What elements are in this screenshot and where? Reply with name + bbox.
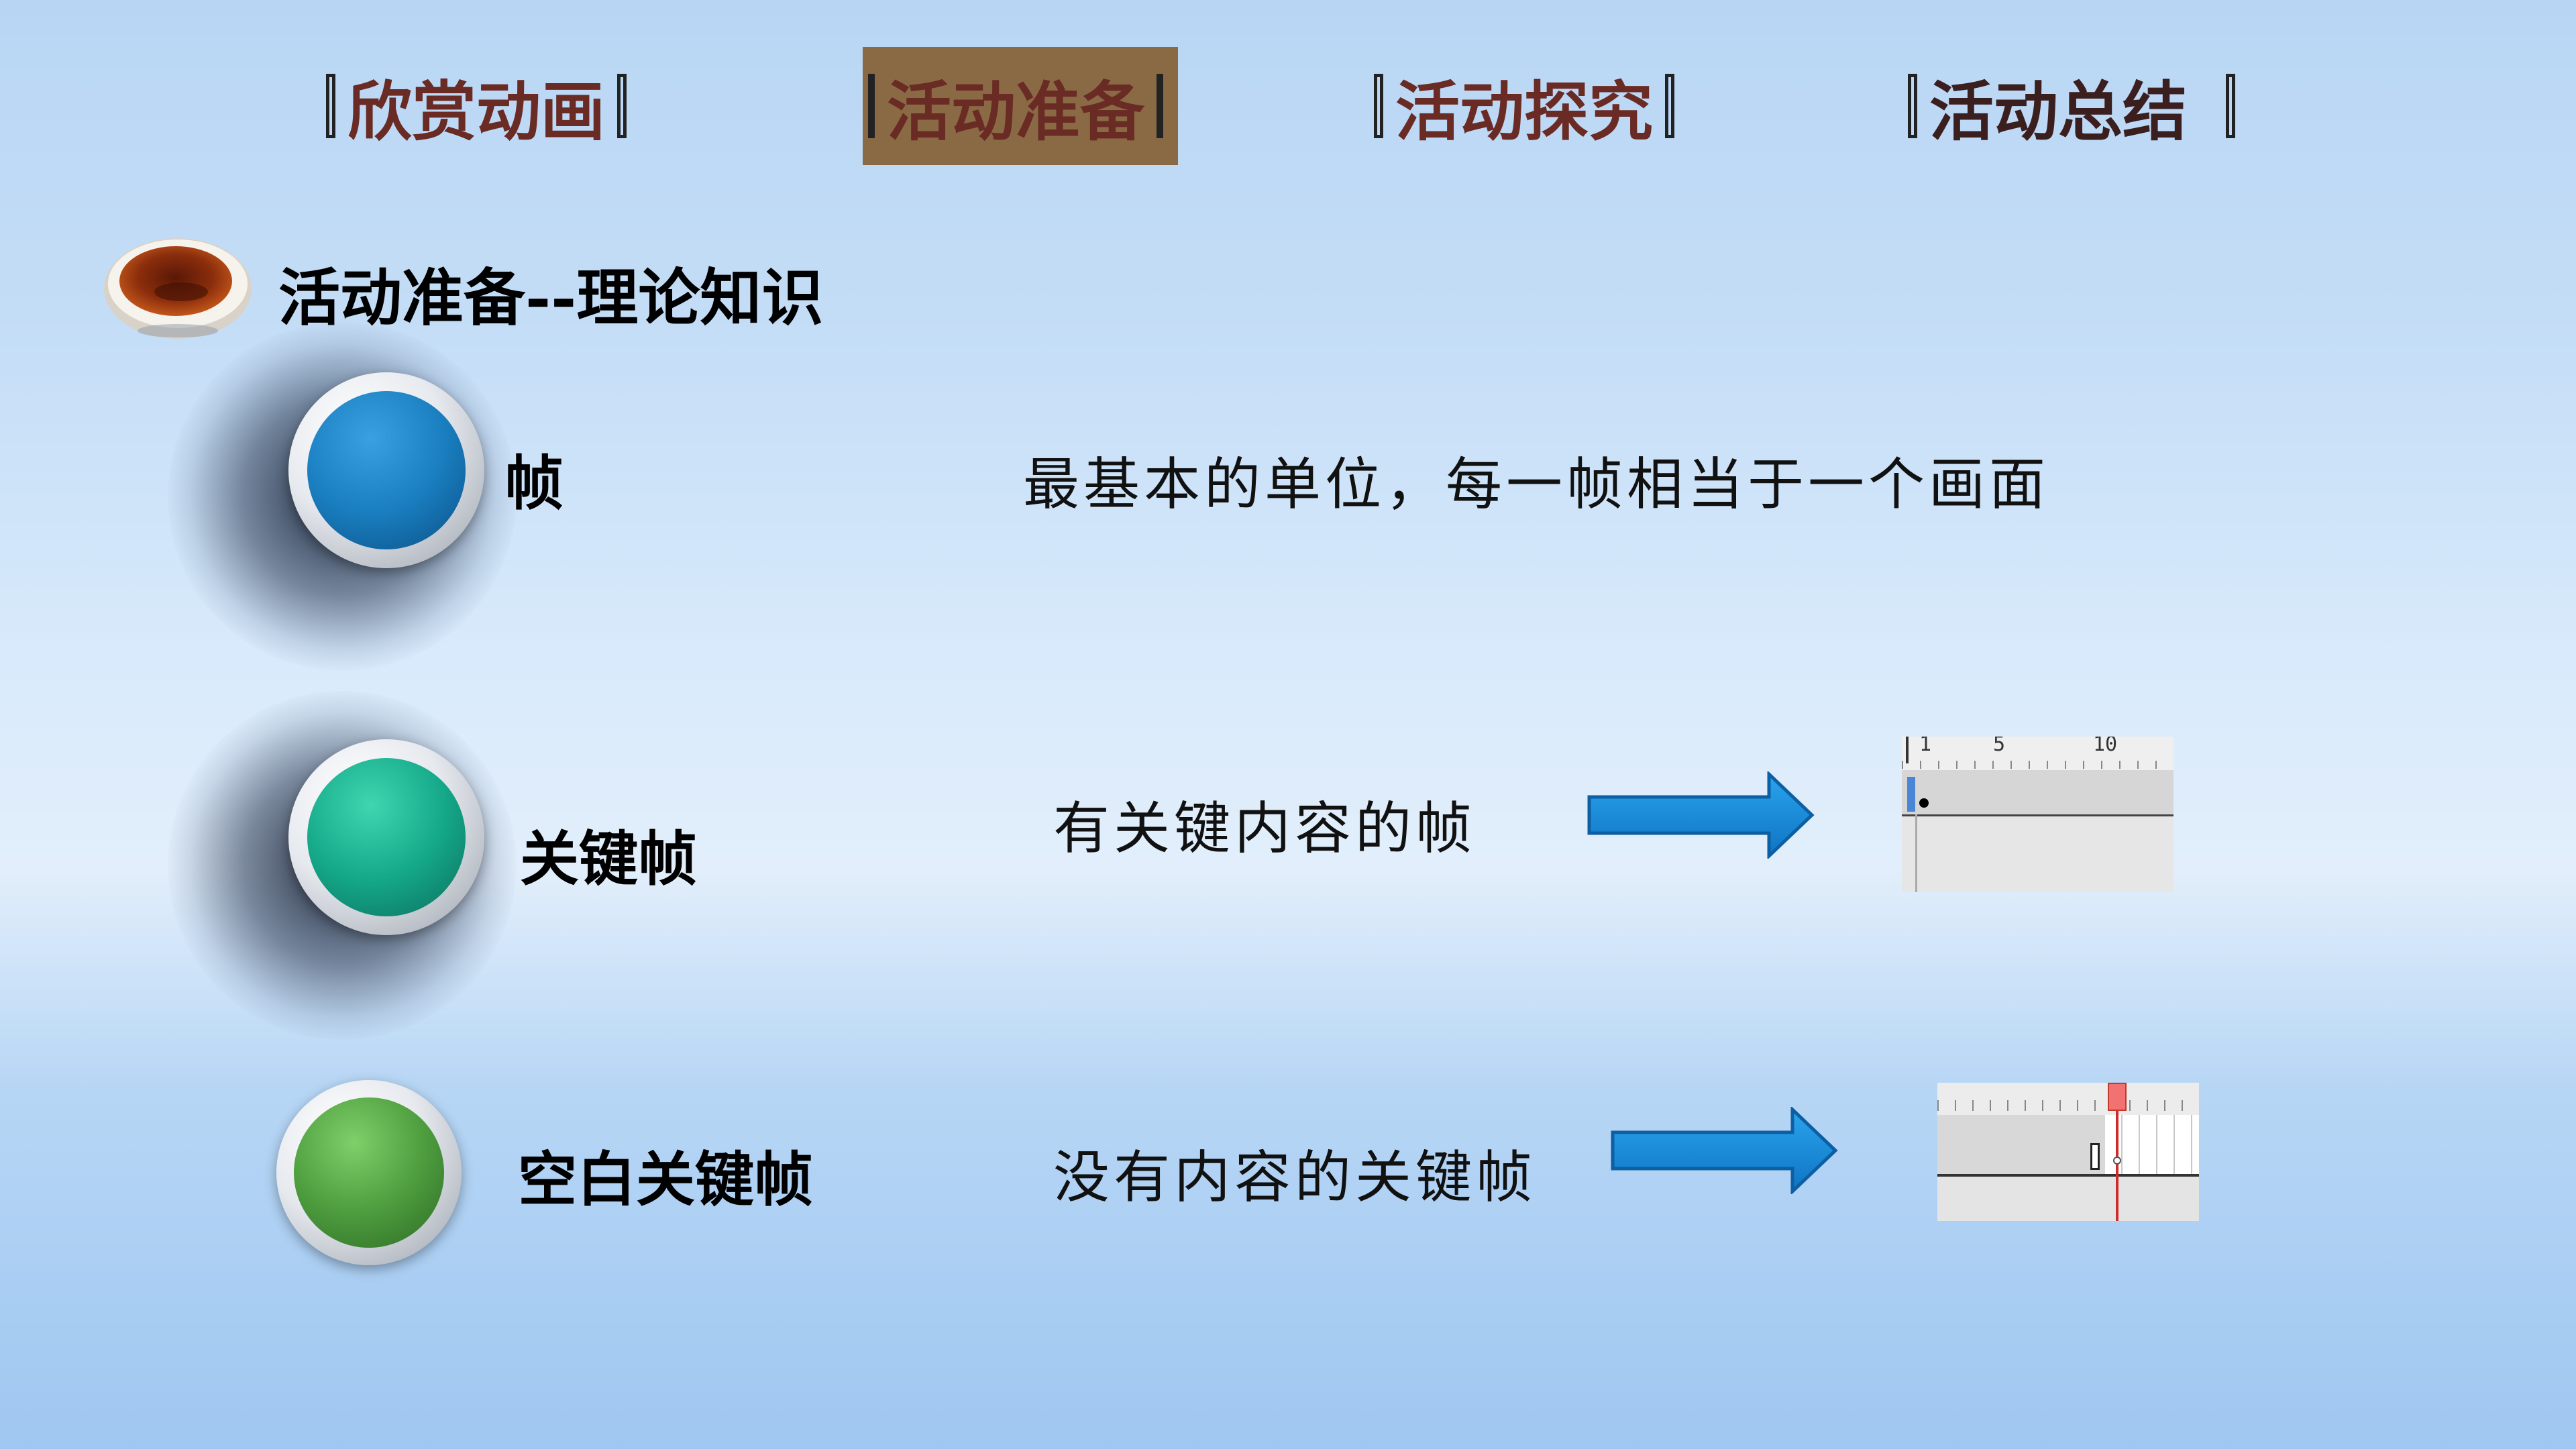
tab-bracket-left-icon — [326, 74, 335, 138]
bullet-circle-green — [294, 1097, 444, 1248]
tab-bracket-left-icon — [868, 74, 875, 138]
timeline-tick: 1 — [1919, 737, 1932, 756]
tab-activity-explore[interactable]: 活动探究 — [1362, 47, 1686, 165]
keyframe-timeline-thumbnail: 1 5 10 — [1902, 737, 2174, 892]
desc-keyframe: 有关键内容的帧 — [1053, 796, 1477, 861]
term-frame: 帧 — [504, 448, 564, 518]
tea-bowl-icon — [104, 238, 252, 339]
bullet-circle-blue — [307, 391, 466, 549]
tab-appreciate-animation[interactable]: 欣赏动画 — [314, 47, 639, 165]
tab-bracket-right-icon — [617, 74, 627, 138]
tab-label: 活动总结 — [1929, 74, 2187, 150]
tab-bracket-right-icon — [1665, 74, 1674, 138]
timeline-tick: 5 — [1993, 737, 2006, 756]
desc-blank-keyframe: 没有内容的关键帧 — [1053, 1144, 1537, 1210]
bullet-circle-teal — [307, 758, 466, 916]
tab-label: 活动探究 — [1395, 74, 1653, 150]
desc-frame: 最基本的单位，每一帧相当于一个画面 — [1023, 451, 2050, 517]
term-keyframe: 关键帧 — [520, 824, 698, 894]
tab-activity-summary[interactable]: 活动总结 — [1896, 47, 2247, 165]
tab-label: 欣赏动画 — [347, 74, 605, 150]
term-blank-keyframe: 空白关键帧 — [518, 1144, 814, 1214]
page-title: 活动准备--理论知识 — [278, 262, 824, 334]
tab-activity-prep[interactable]: 活动准备 — [863, 47, 1178, 165]
tab-bracket-right-icon — [1157, 74, 1163, 138]
timeline-tick: 10 — [2093, 737, 2118, 756]
tab-bracket-right-icon — [2226, 74, 2235, 138]
arrow-right-icon — [1611, 1107, 1838, 1194]
tab-bracket-left-icon — [1374, 74, 1383, 138]
arrow-right-icon — [1587, 771, 1815, 859]
tab-label: 活动准备 — [887, 74, 1144, 150]
blank-keyframe-timeline-thumbnail — [1937, 1083, 2199, 1221]
tab-bracket-left-icon — [1908, 74, 1917, 138]
